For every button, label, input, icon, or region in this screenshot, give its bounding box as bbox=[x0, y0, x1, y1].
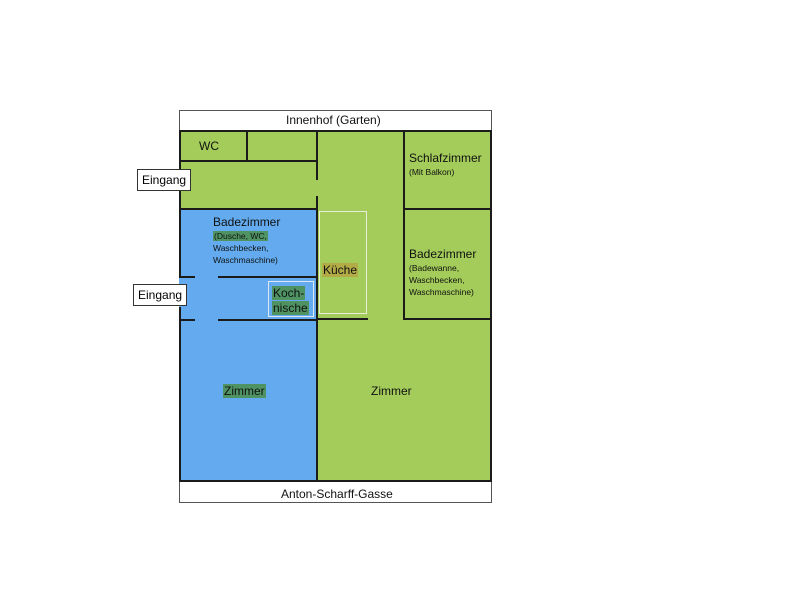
room-bad-right-label: Badezimmer bbox=[409, 247, 477, 261]
room-kochnische-label: nische bbox=[272, 301, 309, 315]
room-wc-label: WC bbox=[199, 139, 219, 153]
wall bbox=[179, 276, 195, 278]
room-bad-right-note: Waschbecken, bbox=[409, 275, 465, 285]
room-kochnische-label: Koch- bbox=[272, 286, 306, 300]
room-zimmer-right-label: Zimmer bbox=[371, 384, 412, 398]
room-schlafzimmer-label: Schlafzimmer bbox=[409, 151, 482, 165]
room-bad-left-note: (Dusche, WC, bbox=[213, 230, 268, 242]
blue-apartment bbox=[179, 210, 316, 482]
wall bbox=[179, 307, 181, 482]
kochnische-text: Koch- bbox=[272, 286, 306, 300]
bad-left-note-line: (Dusche, WC, bbox=[213, 231, 268, 241]
wall bbox=[218, 276, 316, 278]
wall bbox=[179, 480, 492, 482]
entrance-upper-label: Eingang bbox=[137, 169, 191, 191]
wall bbox=[316, 318, 368, 320]
wall bbox=[403, 130, 405, 210]
wall bbox=[316, 130, 318, 180]
wall bbox=[403, 210, 405, 320]
kueche-outline bbox=[319, 211, 367, 314]
courtyard-label: Innenhof (Garten) bbox=[286, 113, 381, 127]
kueche-text: Küche bbox=[322, 263, 359, 277]
wall bbox=[490, 130, 492, 482]
wall bbox=[403, 318, 492, 320]
room-kueche-label: Küche bbox=[322, 263, 359, 277]
room-bad-left-note: Waschmaschine) bbox=[213, 255, 278, 265]
street-label: Anton-Scharff-Gasse bbox=[281, 487, 393, 501]
green-apartment-upper bbox=[179, 130, 492, 210]
room-bad-left-note: Waschbecken, bbox=[213, 243, 269, 253]
room-bad-left-label: Badezimmer bbox=[213, 215, 281, 229]
wall bbox=[179, 130, 492, 132]
wall bbox=[246, 130, 248, 162]
wall bbox=[218, 319, 316, 321]
wall bbox=[179, 319, 195, 321]
room-zimmer-left-label: Zimmer bbox=[223, 384, 266, 398]
wall bbox=[403, 208, 492, 210]
wall bbox=[179, 130, 181, 170]
wall bbox=[179, 190, 181, 276]
wall bbox=[179, 208, 316, 210]
kochnische-text: nische bbox=[272, 301, 309, 315]
room-schlafzimmer-note: (Mit Balkon) bbox=[409, 167, 455, 177]
wall bbox=[316, 196, 318, 482]
zimmer-left-text: Zimmer bbox=[223, 384, 266, 398]
entrance-lower-label: Eingang bbox=[133, 284, 187, 306]
room-bad-right-note: Waschmaschine) bbox=[409, 287, 474, 297]
room-bad-right-note: (Badewanne, bbox=[409, 263, 460, 273]
